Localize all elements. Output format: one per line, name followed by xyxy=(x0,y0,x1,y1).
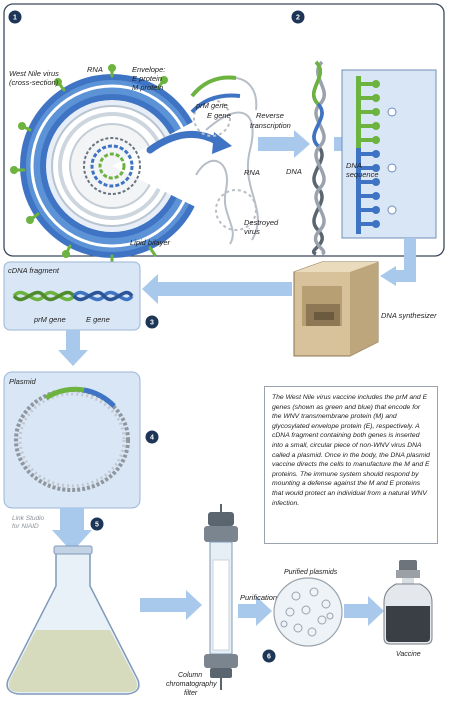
purified-plasmids-dish xyxy=(273,577,343,647)
step-badge-2: 2 xyxy=(291,10,305,24)
label-e-protein: E protein xyxy=(132,74,162,83)
plasmid-panel xyxy=(3,371,141,509)
label-dna: DNA xyxy=(286,167,302,176)
label-dna-sequence-1: DNA xyxy=(346,161,362,170)
label-m-protein: M protein xyxy=(132,83,163,92)
label-virus: virus xyxy=(244,227,260,236)
step-badge-1: 1 xyxy=(8,10,22,24)
label-e-gene-2: E gene xyxy=(86,315,110,324)
credit-line-1: Link Studio xyxy=(12,515,45,522)
extraction-arrow xyxy=(146,130,222,154)
vaccine-vial-illustration xyxy=(383,560,433,645)
plasmid-to-flask-arrow xyxy=(52,508,92,552)
label-rna-2: RNA xyxy=(244,168,260,177)
dna-synthesizer-illustration xyxy=(293,261,379,357)
reverse-transcription-arrow xyxy=(258,130,310,158)
svg-text:3: 3 xyxy=(150,320,154,327)
to-synthesizer-connector xyxy=(392,238,416,282)
step-badge-3: 3 xyxy=(145,315,159,329)
label-dna-synthesizer: DNA synthesizer xyxy=(381,311,437,320)
cdna-to-plasmid-arrow xyxy=(58,330,88,366)
svg-text:1: 1 xyxy=(13,15,17,22)
label-purified-plasmids: Purified plasmids xyxy=(284,569,338,576)
label-dna-sequence-2: sequence xyxy=(346,170,379,179)
label-e-gene: E gene xyxy=(207,111,231,120)
step-badge-4: 4 xyxy=(145,430,159,444)
culture-flask-illustration xyxy=(6,545,140,695)
west-nile-virus-illustration xyxy=(10,64,215,266)
to-synthesizer-arrow-head xyxy=(380,266,396,286)
label-cross-section: (cross-section) xyxy=(9,78,59,87)
label-destroyed: Destroyed xyxy=(244,218,279,227)
rna-gene-strand xyxy=(190,75,258,114)
label-column: Column xyxy=(178,672,202,679)
plasmids-to-vaccine-arrow xyxy=(344,596,384,626)
svg-text:2: 2 xyxy=(296,15,300,22)
label-prm-gene-2: prM gene xyxy=(33,315,66,324)
column-to-plasmids-arrow xyxy=(238,596,272,626)
label-transcription: transcription xyxy=(250,121,291,130)
label-plasmid: Plasmid xyxy=(9,377,37,386)
label-prm-gene: prM gene xyxy=(195,101,228,110)
label-west-nile-virus: West Nile virus xyxy=(9,69,59,78)
label-vaccine: Vaccine xyxy=(396,651,421,658)
vaccine-description-text: The West Nile virus vaccine includes the… xyxy=(264,386,438,544)
svg-text:4: 4 xyxy=(150,435,154,442)
svg-text:6: 6 xyxy=(267,654,271,661)
label-cdna-fragment: cDNA fragment xyxy=(8,266,60,275)
label-filter: filter xyxy=(184,690,198,697)
label-envelope: Envelope: xyxy=(132,65,165,74)
label-purification: Purification xyxy=(240,593,277,602)
dna-double-helix xyxy=(311,60,327,256)
label-reverse: Reverse xyxy=(256,111,284,120)
step-badge-6: 6 xyxy=(262,649,276,663)
plasmid-ring xyxy=(14,386,130,492)
label-chromatography: chromatography xyxy=(166,681,217,688)
step-badge-5: 5 xyxy=(90,517,104,531)
cdna-fragment-helix xyxy=(12,290,134,302)
extraction-arrow-head xyxy=(212,132,232,154)
credit-line-2: for NIAID xyxy=(12,523,39,530)
svg-text:5: 5 xyxy=(95,522,99,529)
synthesizer-to-cdna-arrow xyxy=(142,274,292,304)
chromatography-column-illustration xyxy=(204,504,238,690)
flask-to-column-arrow xyxy=(140,590,202,620)
label-lipid-bilayer: Lipid bilayer xyxy=(130,238,171,247)
label-rna: RNA xyxy=(87,65,103,74)
dna-sequence-ladder xyxy=(356,76,397,234)
